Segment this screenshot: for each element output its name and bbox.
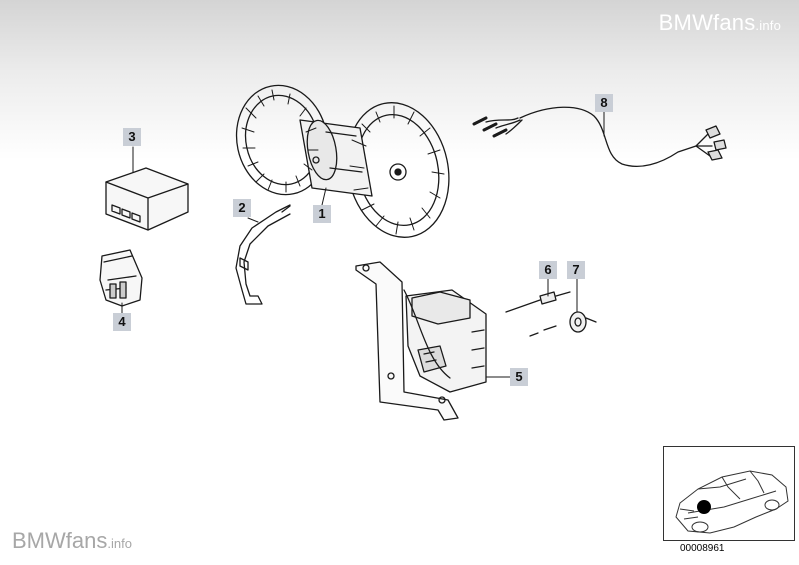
wiring-harness-drawing xyxy=(472,106,727,167)
sensor-drawing xyxy=(505,291,571,337)
vehicle-locator-inset xyxy=(663,446,795,541)
blower-motor-drawing xyxy=(235,84,450,238)
part-callout-4: 4 xyxy=(113,313,131,331)
relay-bracket-drawing xyxy=(355,261,487,421)
part-callout-7: 7 xyxy=(567,261,585,279)
part-callout-3: 3 xyxy=(123,128,141,146)
resistor-pack-drawing xyxy=(99,249,143,307)
part-callout-1: 1 xyxy=(313,205,331,223)
part-callout-5: 5 xyxy=(510,368,528,386)
part-callout-2: 2 xyxy=(233,199,251,217)
document-number: 00008961 xyxy=(680,543,725,554)
control-unit-drawing xyxy=(105,167,189,231)
grommet-drawing xyxy=(569,311,597,333)
part-callout-8: 8 xyxy=(595,94,613,112)
leader-lines xyxy=(121,110,605,378)
part-callout-6: 6 xyxy=(539,261,557,279)
bracket-drawing xyxy=(235,204,291,305)
watermark-top: BMWfans.info xyxy=(658,10,781,35)
watermark-bottom: BMWfans.info xyxy=(12,528,132,553)
car-outline-icon xyxy=(675,470,789,534)
